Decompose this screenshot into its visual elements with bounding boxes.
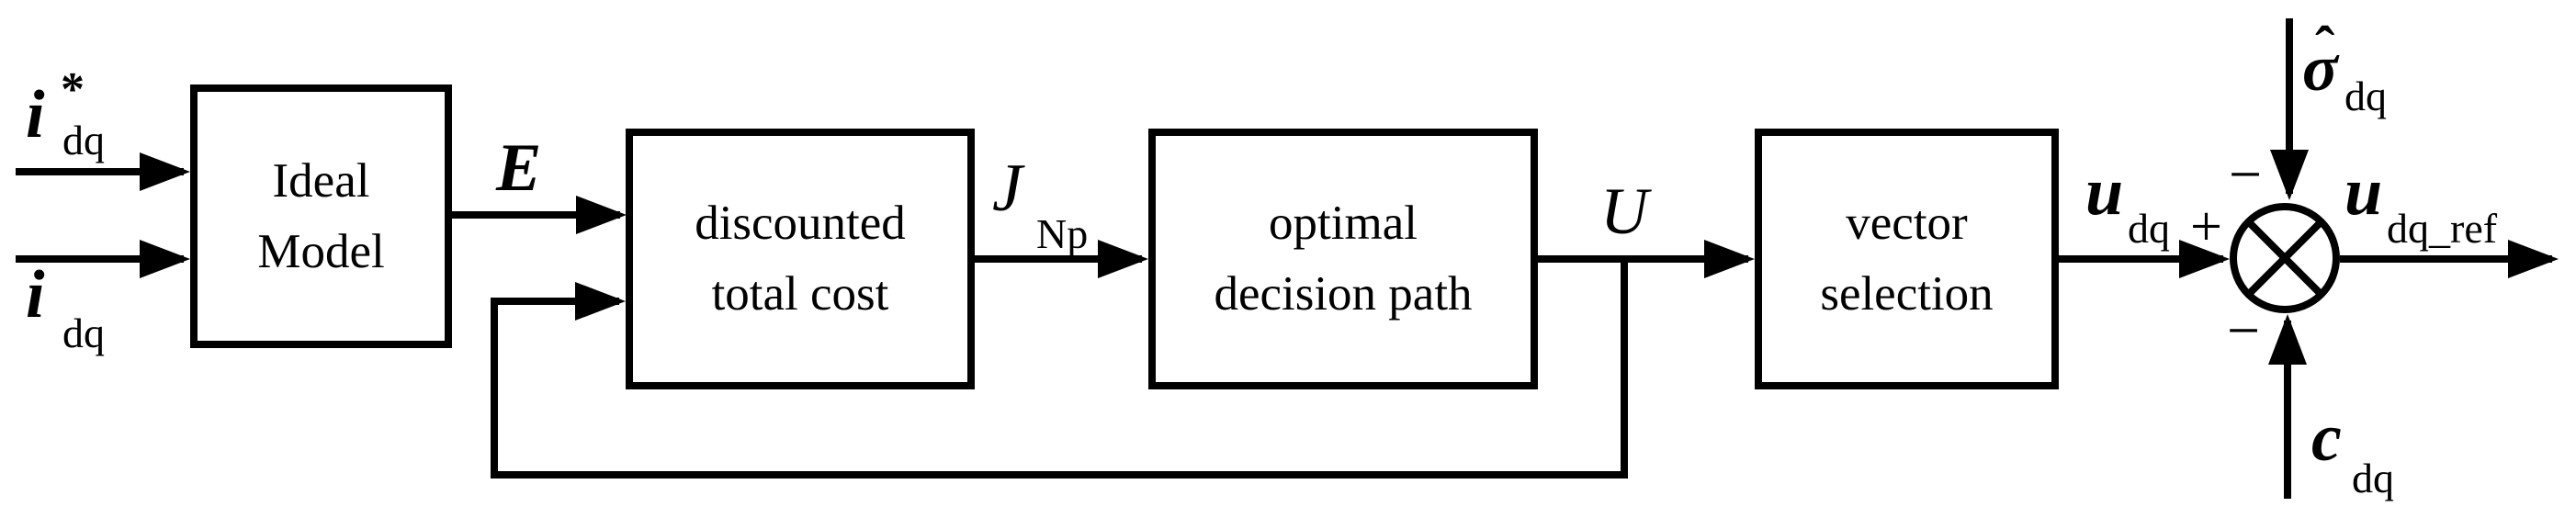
block-label-line: vector bbox=[1846, 197, 1968, 251]
junction-minus-top-sign: − bbox=[2229, 141, 2263, 207]
arrow-E bbox=[452, 196, 627, 234]
arrow-J bbox=[974, 240, 1148, 278]
arrow-sigma-input bbox=[2270, 18, 2309, 200]
block-label-line: total cost bbox=[711, 267, 889, 321]
junction-minus-bottom-sign: − bbox=[2227, 298, 2261, 363]
block-label-line: selection bbox=[1820, 267, 1994, 321]
block-optimal-decision-path: optimal decision path bbox=[1148, 129, 1538, 389]
arrow-u-ref-output bbox=[2340, 240, 2559, 278]
block-discounted-total-cost: discounted total cost bbox=[626, 129, 975, 389]
arrow-u-dq bbox=[2058, 240, 2230, 278]
block-label-line: decision path bbox=[1214, 267, 1473, 321]
junction-plus-sign: + bbox=[2190, 196, 2222, 258]
block-label-line: Ideal bbox=[272, 153, 370, 208]
arrow-i-ref-input bbox=[16, 152, 190, 191]
feedback-loop bbox=[491, 259, 1628, 479]
arrow-i-meas-input bbox=[16, 240, 190, 278]
arrow-c-input bbox=[2268, 314, 2307, 499]
arrow-U bbox=[1537, 240, 1755, 278]
block-label-line: Model bbox=[257, 224, 385, 278]
block-ideal-model: Ideal Model bbox=[190, 84, 452, 348]
block-vector-selection: vector selection bbox=[1755, 129, 2059, 389]
block-label-line: optimal bbox=[1269, 197, 1418, 251]
block-label-line: discounted bbox=[695, 197, 906, 251]
summing-junction-icon bbox=[2230, 203, 2340, 313]
